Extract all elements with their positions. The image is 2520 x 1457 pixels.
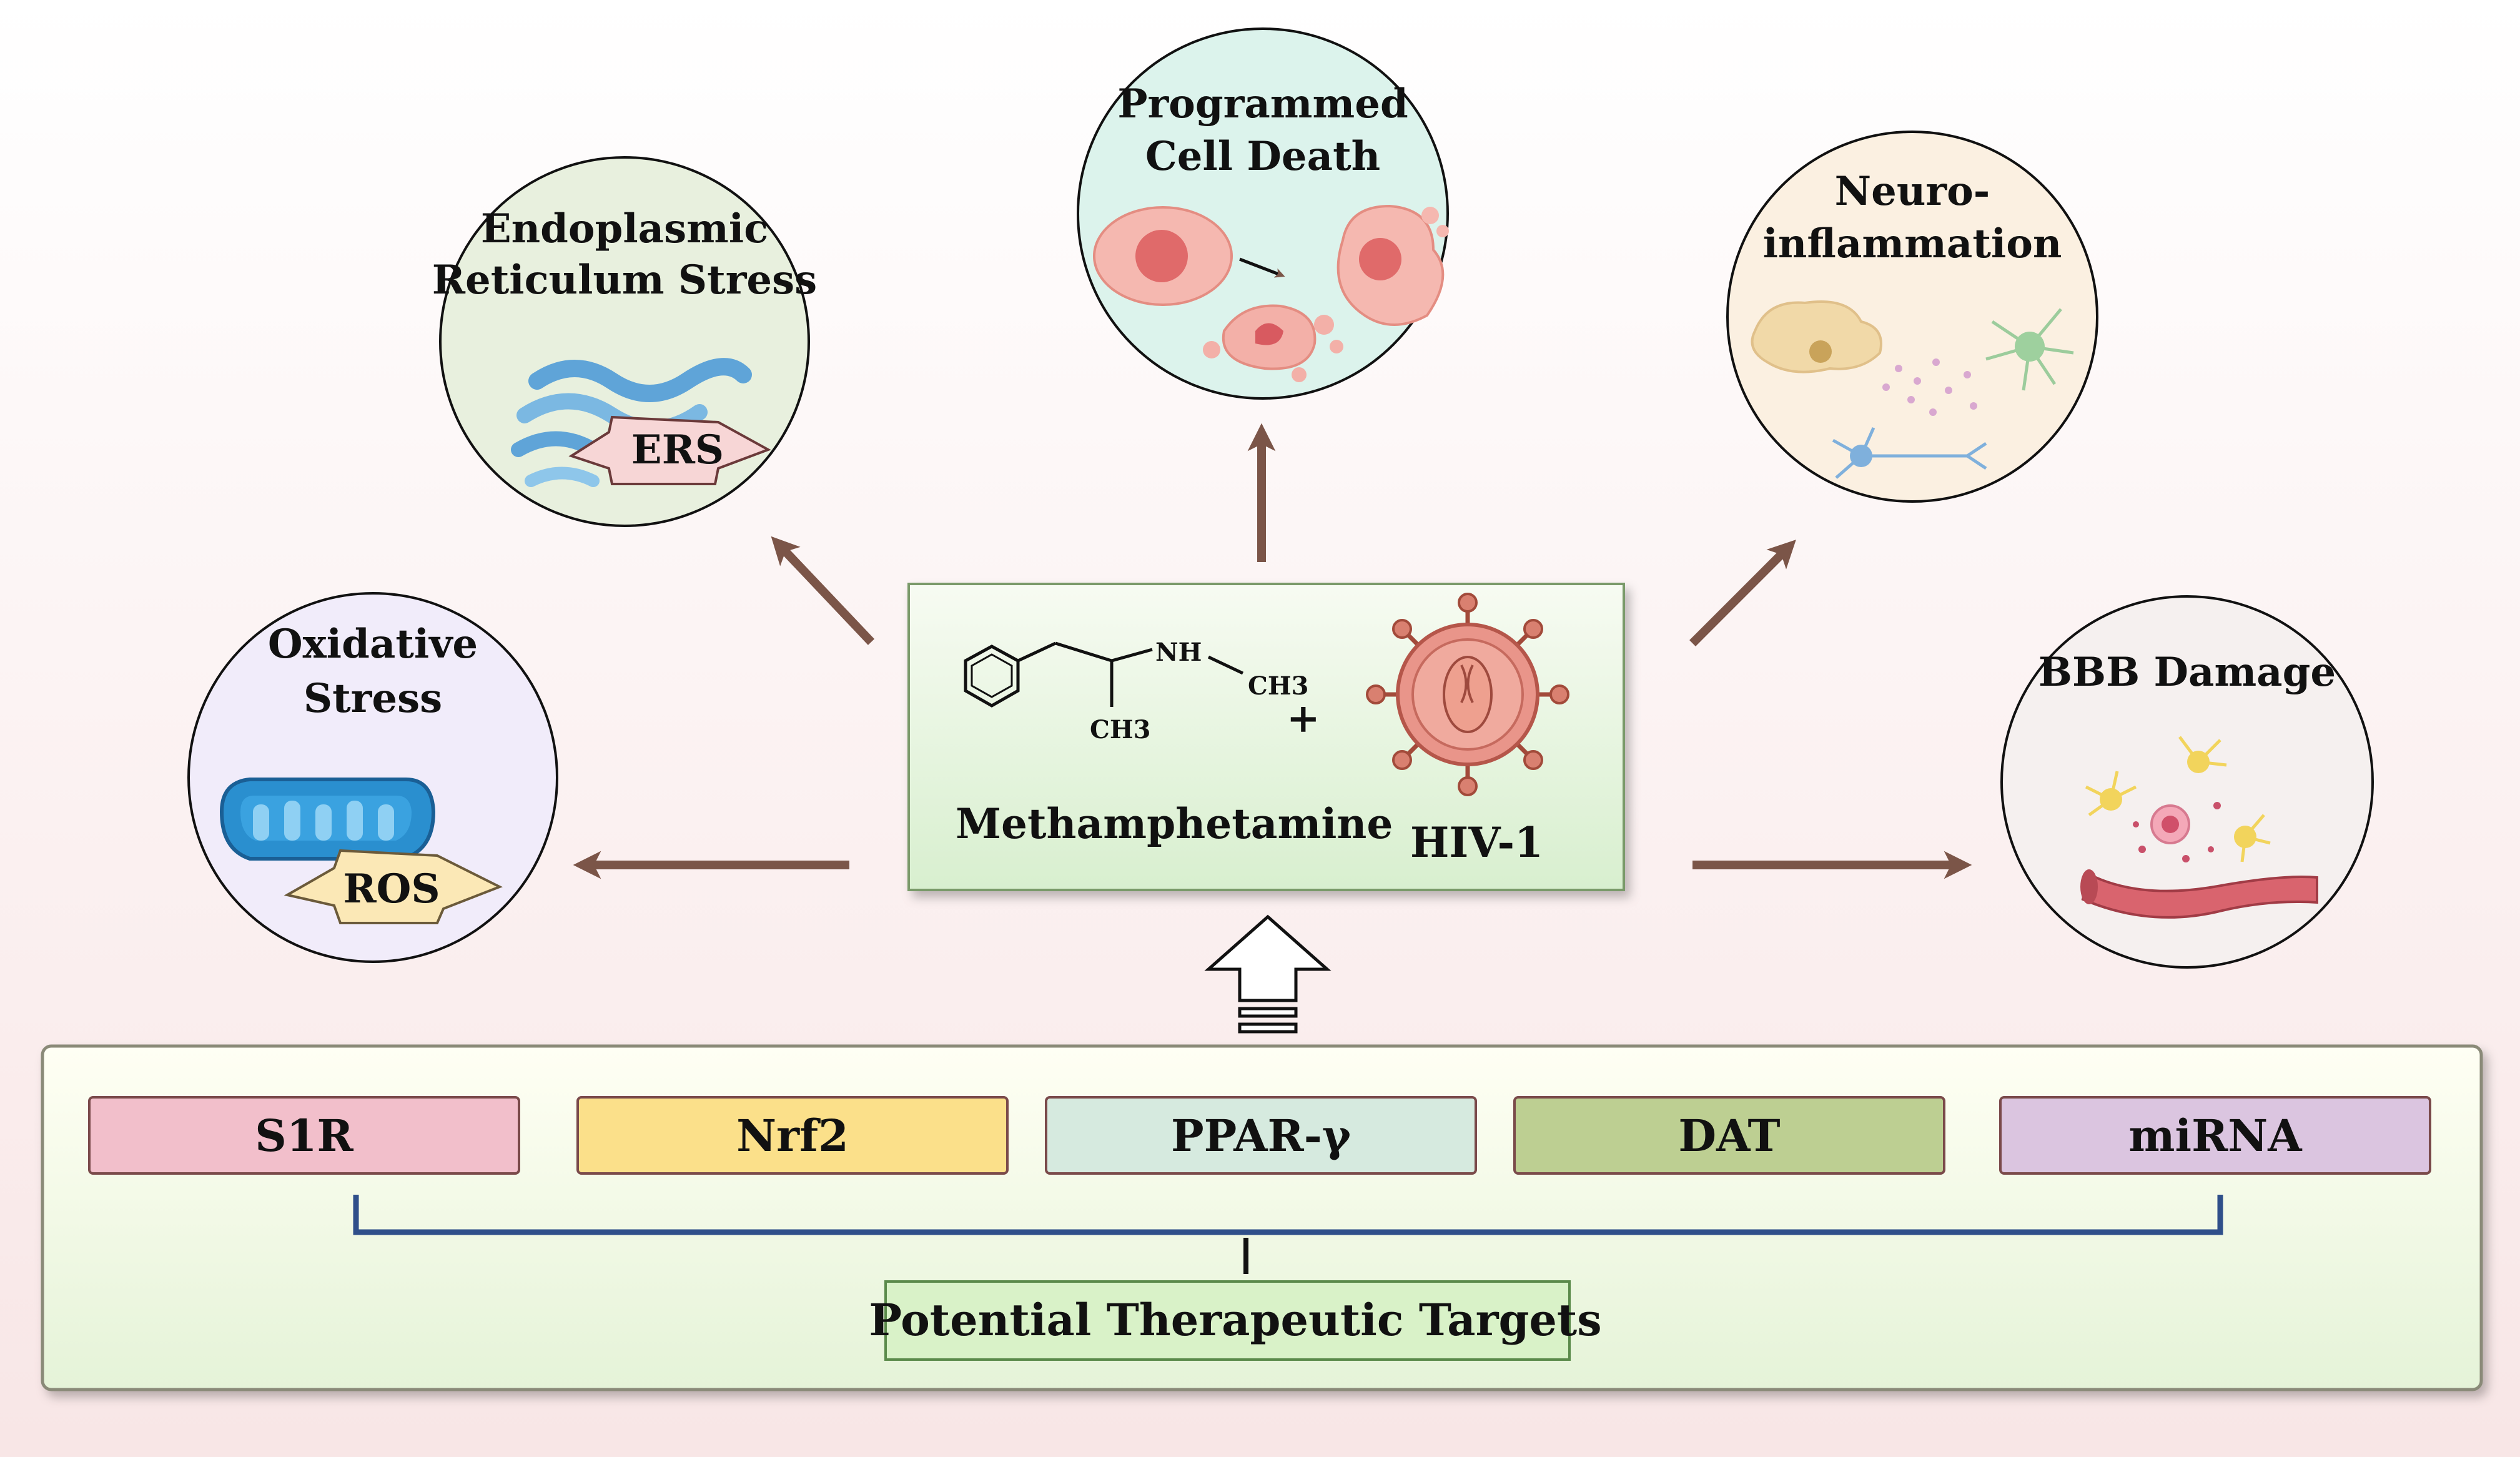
cell-death-title-line1: Programmed bbox=[1117, 81, 1408, 127]
ers-badge: ERS bbox=[631, 427, 724, 473]
center-box: NH CH3 CH3 + Methamphetamine bbox=[907, 583, 1625, 891]
target-label: miRNA bbox=[2128, 1110, 2303, 1162]
ers-badge-shape bbox=[568, 415, 771, 485]
neuroinflammation-node: Neuro- inflammation bbox=[1726, 131, 2098, 503]
target-box-2: PPAR-γ bbox=[1045, 1096, 1477, 1175]
cells-icon bbox=[1093, 204, 1449, 382]
neuro-title-line1: Neuro- bbox=[1835, 168, 1990, 215]
target-boxes: S1R Nrf2 PPAR-γ DAT miRNA bbox=[88, 1096, 2431, 1175]
bbb-title: BBB Damage bbox=[2038, 649, 2336, 696]
effect-arrows bbox=[573, 423, 1972, 879]
arrow-to-er-stress bbox=[771, 536, 875, 645]
neuro-title-line2: inflammation bbox=[1763, 220, 2062, 267]
arrow-to-neuroinflammation bbox=[1689, 540, 1796, 646]
target-box-bg bbox=[1045, 1096, 1477, 1175]
targets-bracket bbox=[353, 1195, 2223, 1235]
target-box-bg bbox=[1999, 1096, 2431, 1175]
therapeutic-targets-label: Potential Therapeutic Targets bbox=[869, 1294, 1601, 1346]
cell-death-title-line2: Cell Death bbox=[1145, 133, 1380, 180]
methamphetamine-structure bbox=[964, 641, 1244, 708]
er-title-line1: Endoplasmic bbox=[481, 205, 768, 252]
cell-death-node: Programmed Cell Death bbox=[1077, 27, 1449, 400]
er-title-line2: Reticulum Stress bbox=[432, 257, 817, 304]
er-stress-node: Endoplasmic Reticulum Stress ERS bbox=[432, 156, 817, 527]
atom-nh: NH bbox=[1155, 638, 1202, 667]
oxidative-title-line1: Oxidative bbox=[268, 621, 478, 668]
target-label: S1R bbox=[255, 1110, 353, 1162]
target-box-bg bbox=[1513, 1096, 1945, 1175]
bbb-damage-node: BBB Damage bbox=[2000, 595, 2374, 969]
target-label: PPAR-γ bbox=[1171, 1110, 1351, 1162]
hollow-up-arrow bbox=[1204, 914, 1332, 1034]
target-box-bg bbox=[88, 1096, 520, 1175]
target-label: Nrf2 bbox=[736, 1110, 849, 1162]
plus-sign: + bbox=[1287, 695, 1320, 742]
therapeutic-targets-label-box: Potential Therapeutic Targets bbox=[869, 1280, 1602, 1361]
glia-neuron-icon bbox=[1751, 300, 2074, 479]
oxidative-title-line2: Stress bbox=[304, 675, 442, 722]
methamphetamine-label: Methamphetamine bbox=[956, 799, 1393, 848]
atom-ch3-right: CH3 bbox=[1248, 671, 1308, 701]
hiv-label: HIV-1 bbox=[1410, 818, 1543, 867]
oxidative-stress-node: Oxidative Stress ROS bbox=[187, 592, 558, 963]
target-box-3: DAT bbox=[1513, 1096, 1945, 1175]
hiv-virus-icon bbox=[1366, 593, 1569, 796]
target-box-1: Nrf2 bbox=[576, 1096, 1009, 1175]
blood-vessel-icon bbox=[2080, 736, 2318, 919]
target-label: DAT bbox=[1678, 1110, 1780, 1162]
target-box-bg bbox=[576, 1096, 1009, 1175]
target-box-0: S1R bbox=[88, 1096, 520, 1175]
atom-ch3-bottom: CH3 bbox=[1090, 715, 1150, 744]
mitochondrion-icon bbox=[219, 778, 436, 861]
ros-badge-shape bbox=[284, 849, 503, 924]
target-box-4: miRNA bbox=[1999, 1096, 2431, 1175]
ros-badge: ROS bbox=[343, 866, 440, 912]
